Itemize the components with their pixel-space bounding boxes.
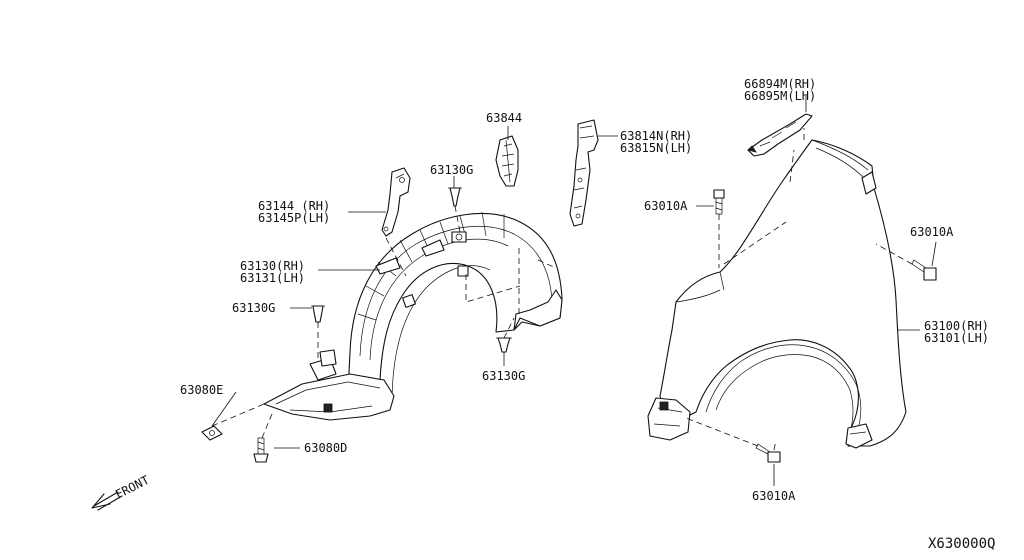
callout-63010a-top: 63010A <box>644 199 688 213</box>
assembly-line <box>537 259 557 269</box>
callout-63010a-right: 63010A <box>910 225 954 239</box>
bracket-63814n-part <box>569 119 599 227</box>
fender-part <box>647 139 907 449</box>
assembly-line <box>685 417 759 447</box>
bracket-63144-part <box>381 167 411 237</box>
front-direction-indicator: FRONT <box>91 473 152 511</box>
callout-63080d: 63080D <box>304 441 347 455</box>
seal-63844-part <box>495 135 519 187</box>
clip-63130g-left <box>311 305 325 323</box>
bolt-63010a-bottom <box>755 443 781 463</box>
assembly-line <box>789 149 795 183</box>
diagram-id: X630000Q <box>928 536 995 552</box>
leader-line <box>211 391 237 427</box>
assembly-line <box>454 205 461 233</box>
callout-63814n: 63814N(RH) <box>620 129 692 143</box>
callout-63144: 63144 (RH) <box>258 199 330 213</box>
seal-66894m-part <box>747 113 813 157</box>
leader-line <box>931 241 937 267</box>
bolt-63010a-right <box>911 259 937 281</box>
assembly-line <box>385 237 407 277</box>
callout-63100: 63100(RH) <box>924 319 989 333</box>
nut-63080e <box>201 425 223 441</box>
assembly-line <box>465 274 521 303</box>
assembly-line <box>875 243 913 265</box>
callout-63815n: 63815N(LH) <box>620 141 692 155</box>
callout-63130: 63130(RH) <box>240 259 305 273</box>
callout-66895m: 66895M(LH) <box>744 89 816 103</box>
callout-63010a-bottom: 63010A <box>752 489 796 503</box>
assembly-line <box>503 317 515 339</box>
fender-liner-part <box>263 211 563 421</box>
assembly-line <box>261 413 273 439</box>
callout-63080e: 63080E <box>180 383 223 397</box>
bolt-63010a-top <box>713 189 725 215</box>
callout-63145p: 63145P(LH) <box>258 211 330 225</box>
callout-63130g-left: 63130G <box>232 301 275 315</box>
callout-63101: 63101(LH) <box>924 331 989 345</box>
assembly-line <box>773 439 777 451</box>
callout-66894m: 66894M(RH) <box>744 77 816 91</box>
front-label: FRONT <box>113 473 152 502</box>
callout-63844: 63844 <box>486 111 522 125</box>
callout-63130g-top: 63130G <box>430 163 473 177</box>
assembly-line <box>723 221 787 265</box>
clip-63130g-bottom <box>496 337 512 353</box>
clip-63130g-top <box>448 187 462 207</box>
callout-63130g-bottom: 63130G <box>482 369 525 383</box>
arrow-icon <box>91 491 123 511</box>
callout-63131: 63131(LH) <box>240 271 305 285</box>
screw-63080d <box>253 437 269 463</box>
